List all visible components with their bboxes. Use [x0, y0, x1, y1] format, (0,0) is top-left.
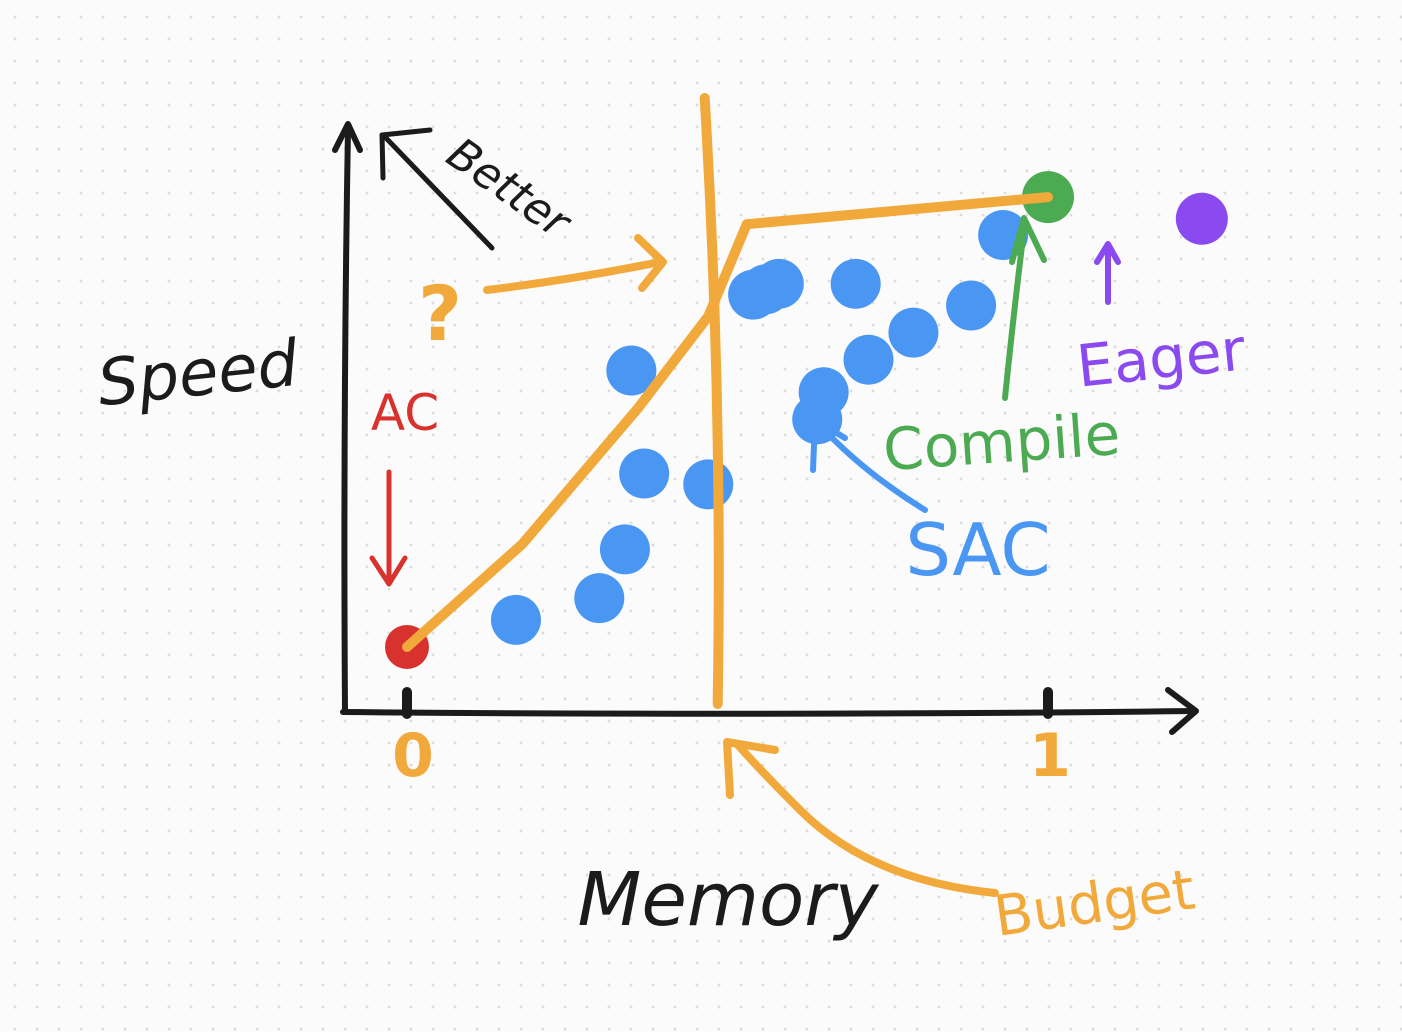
sac-point — [830, 258, 881, 309]
sac-point — [490, 594, 541, 645]
x-tick-label-1: 1 — [1029, 721, 1071, 791]
budget-line — [699, 93, 724, 709]
curves — [402, 93, 1053, 709]
eager-label: Eager — [1074, 315, 1249, 400]
sac-point — [843, 334, 894, 385]
pareto-curve — [402, 192, 1053, 652]
annotation-arrows — [369, 127, 1121, 897]
better-arrow-head — [379, 127, 433, 181]
sac-point — [888, 307, 939, 358]
eager-point — [1175, 192, 1228, 245]
compile-arrow-head — [1009, 215, 1047, 265]
x-axis-arrowhead — [1165, 687, 1199, 735]
sac-arrow-head — [810, 417, 848, 473]
x-tick-label-0: 0 — [392, 721, 434, 791]
budget-label: Budget — [990, 857, 1199, 949]
x-axis-line — [340, 708, 1198, 717]
axes — [332, 121, 1199, 735]
sac-point — [574, 573, 625, 624]
question-label: ? — [418, 269, 462, 358]
sac-arrow — [814, 419, 928, 513]
eager-arrow-head — [1094, 241, 1121, 265]
compile-label: Compile — [881, 400, 1122, 484]
budget-arrow — [734, 741, 999, 897]
y-axis-arrowhead — [332, 121, 363, 153]
y-axis-label: Speed — [94, 327, 302, 422]
compile-arrow — [1002, 219, 1028, 401]
sac-label: SAC — [905, 508, 1050, 592]
ac-label: AC — [371, 384, 439, 442]
sac-point — [946, 280, 997, 331]
better-arrow — [383, 135, 495, 251]
budget-arrow-head — [723, 738, 779, 799]
sac-point — [683, 459, 734, 510]
sac-point — [606, 345, 657, 396]
ac-arrow-head — [369, 555, 408, 587]
x-axis-label: Memory — [578, 857, 880, 943]
sac-point — [619, 448, 670, 499]
y-axis-line — [341, 125, 351, 715]
sac-point — [599, 524, 650, 575]
question-arrow-head — [634, 234, 667, 292]
question-arrow — [483, 258, 664, 294]
better-label: Better — [438, 128, 582, 250]
sac-point — [728, 269, 779, 320]
